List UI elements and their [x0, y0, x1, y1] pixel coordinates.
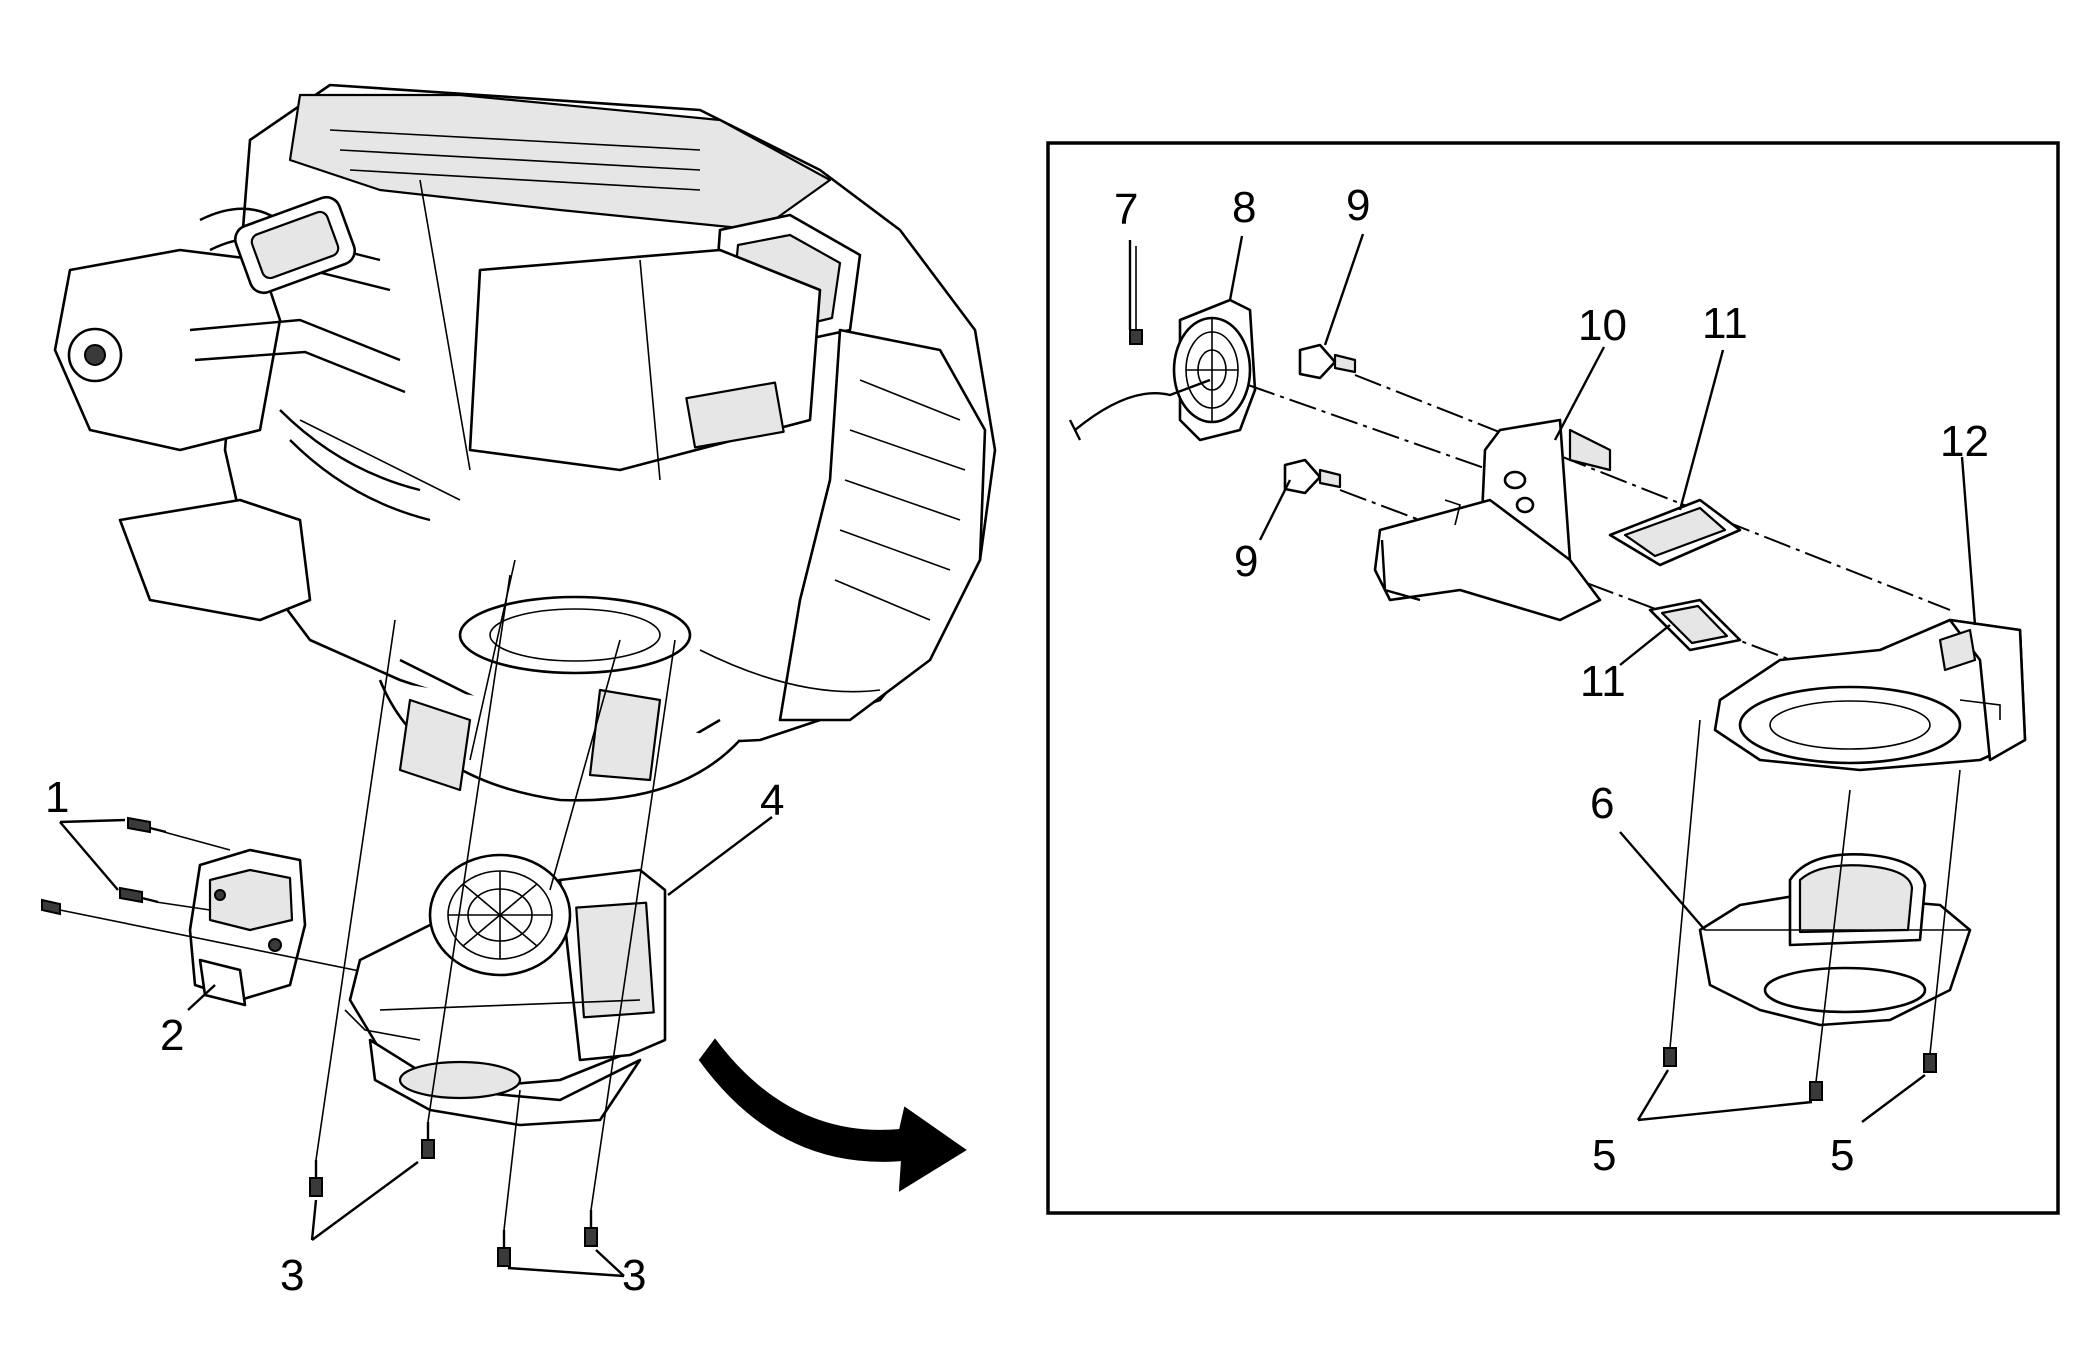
motor-screw: [1809, 1081, 1823, 1101]
callout-3-right: 3: [622, 1251, 646, 1300]
callout-7: 7: [1114, 185, 1138, 234]
actuator-screw: [119, 886, 159, 904]
blower-inlet-grille: [1172, 298, 1257, 442]
callout-4: 4: [760, 776, 784, 825]
blower-motor-assembly: [344, 853, 667, 1127]
actuator-screw: [41, 898, 61, 916]
callout-2: 2: [160, 1011, 184, 1060]
callout-11-top: 11: [1702, 299, 1748, 348]
mounting-screw: [309, 1160, 323, 1197]
leader-lines: [59, 233, 1977, 1278]
blower-motor-resistor-actuator: [188, 848, 307, 1007]
callout-9-bottom: 9: [1234, 537, 1258, 586]
callout-6: 6: [1590, 779, 1614, 828]
blower-bracket-housing: [1373, 418, 1612, 622]
mounting-screw: [497, 1230, 511, 1267]
callout-11-bottom: 11: [1580, 657, 1626, 706]
cover-screw: [1129, 329, 1143, 345]
callout-3-left: 3: [280, 1251, 304, 1300]
callout-5-left: 5: [1592, 1131, 1616, 1180]
curved-arrow-icon: [698, 1038, 967, 1192]
motor-screw: [1663, 1047, 1677, 1067]
foam-seal: [1648, 598, 1742, 652]
blower-motor: [1698, 853, 1972, 1027]
callout-10: 10: [1578, 301, 1627, 350]
motor-screw: [1923, 1053, 1937, 1073]
blower-lower-case: [1713, 618, 2027, 772]
mounting-screw: [584, 1210, 598, 1247]
wire-grommet: [1298, 343, 1357, 380]
actuator-screw: [127, 816, 167, 834]
hvac-module-assembly: [53, 83, 997, 802]
callout-9-top: 9: [1346, 181, 1370, 230]
foam-seal: [1608, 498, 1742, 567]
callout-12: 12: [1940, 417, 1989, 466]
callout-8: 8: [1232, 183, 1256, 232]
wire-grommet: [1283, 458, 1342, 495]
callout-5-right: 5: [1830, 1131, 1854, 1180]
mounting-screw: [421, 1122, 435, 1159]
callout-1: 1: [45, 773, 69, 822]
detail-view-frame: [1046, 141, 2060, 1215]
